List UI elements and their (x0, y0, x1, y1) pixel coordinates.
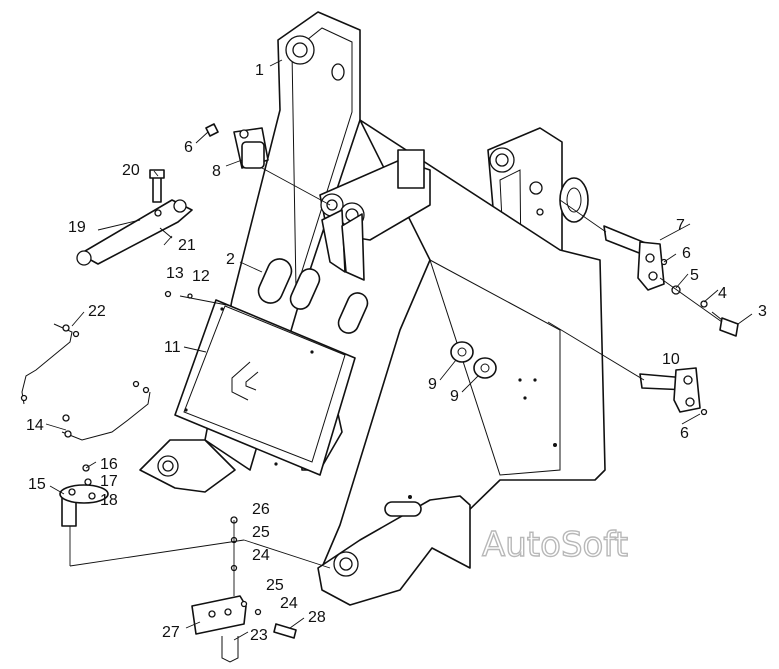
callout-21: 21 (178, 237, 196, 254)
callout-24a: 24 (252, 547, 270, 564)
callout-9a: 9 (428, 376, 437, 393)
callout-25b: 25 (266, 577, 284, 594)
callout-23: 23 (250, 627, 268, 644)
callout-25a: 25 (252, 524, 270, 541)
callout-13: 13 (166, 265, 184, 282)
main-frame (139, 11, 606, 606)
callout-4: 4 (718, 285, 727, 302)
callout-28: 28 (308, 609, 326, 626)
pin-10 (639, 367, 701, 413)
cover-plate (174, 299, 356, 476)
callout-6c: 6 (680, 425, 689, 442)
callout-27: 27 (162, 624, 180, 641)
pin-15 (59, 414, 109, 527)
callout-17: 17 (100, 473, 118, 490)
callout-22: 22 (88, 303, 106, 320)
callout-26: 26 (252, 501, 270, 518)
link-19 (76, 169, 193, 266)
leader-lines (45, 59, 753, 641)
callout-24b: 24 (280, 595, 298, 612)
callout-5: 5 (690, 267, 699, 284)
callout-1: 1 (255, 62, 264, 79)
small-fasteners (164, 123, 708, 416)
callout-2: 2 (226, 251, 235, 268)
callout-15: 15 (28, 476, 46, 493)
pin-7 (603, 225, 665, 291)
callout-7: 7 (676, 217, 685, 234)
callout-16: 16 (100, 456, 118, 473)
callout-9b: 9 (450, 388, 459, 405)
callout-18: 18 (100, 492, 118, 509)
callout-10: 10 (662, 351, 680, 368)
callout-14: 14 (26, 417, 44, 434)
callout-6b: 6 (682, 245, 691, 262)
watermark-logo: AutoSoft (482, 525, 628, 565)
callout-labels: 1 2 3 4 5 6 6 6 7 8 9 9 10 11 12 13 14 1… (26, 62, 767, 644)
callout-11: 11 (164, 339, 181, 356)
bracket-27 (191, 516, 297, 663)
callout-8: 8 (212, 163, 221, 180)
callout-6a: 6 (184, 139, 193, 156)
callout-19: 19 (68, 219, 86, 236)
bolt-3 (671, 285, 739, 337)
callout-12: 12 (192, 268, 210, 285)
callout-20: 20 (122, 162, 140, 179)
pin-8 (233, 127, 269, 169)
hose-22 (20, 323, 151, 441)
callout-3: 3 (758, 303, 767, 320)
washers-9 (450, 341, 497, 379)
